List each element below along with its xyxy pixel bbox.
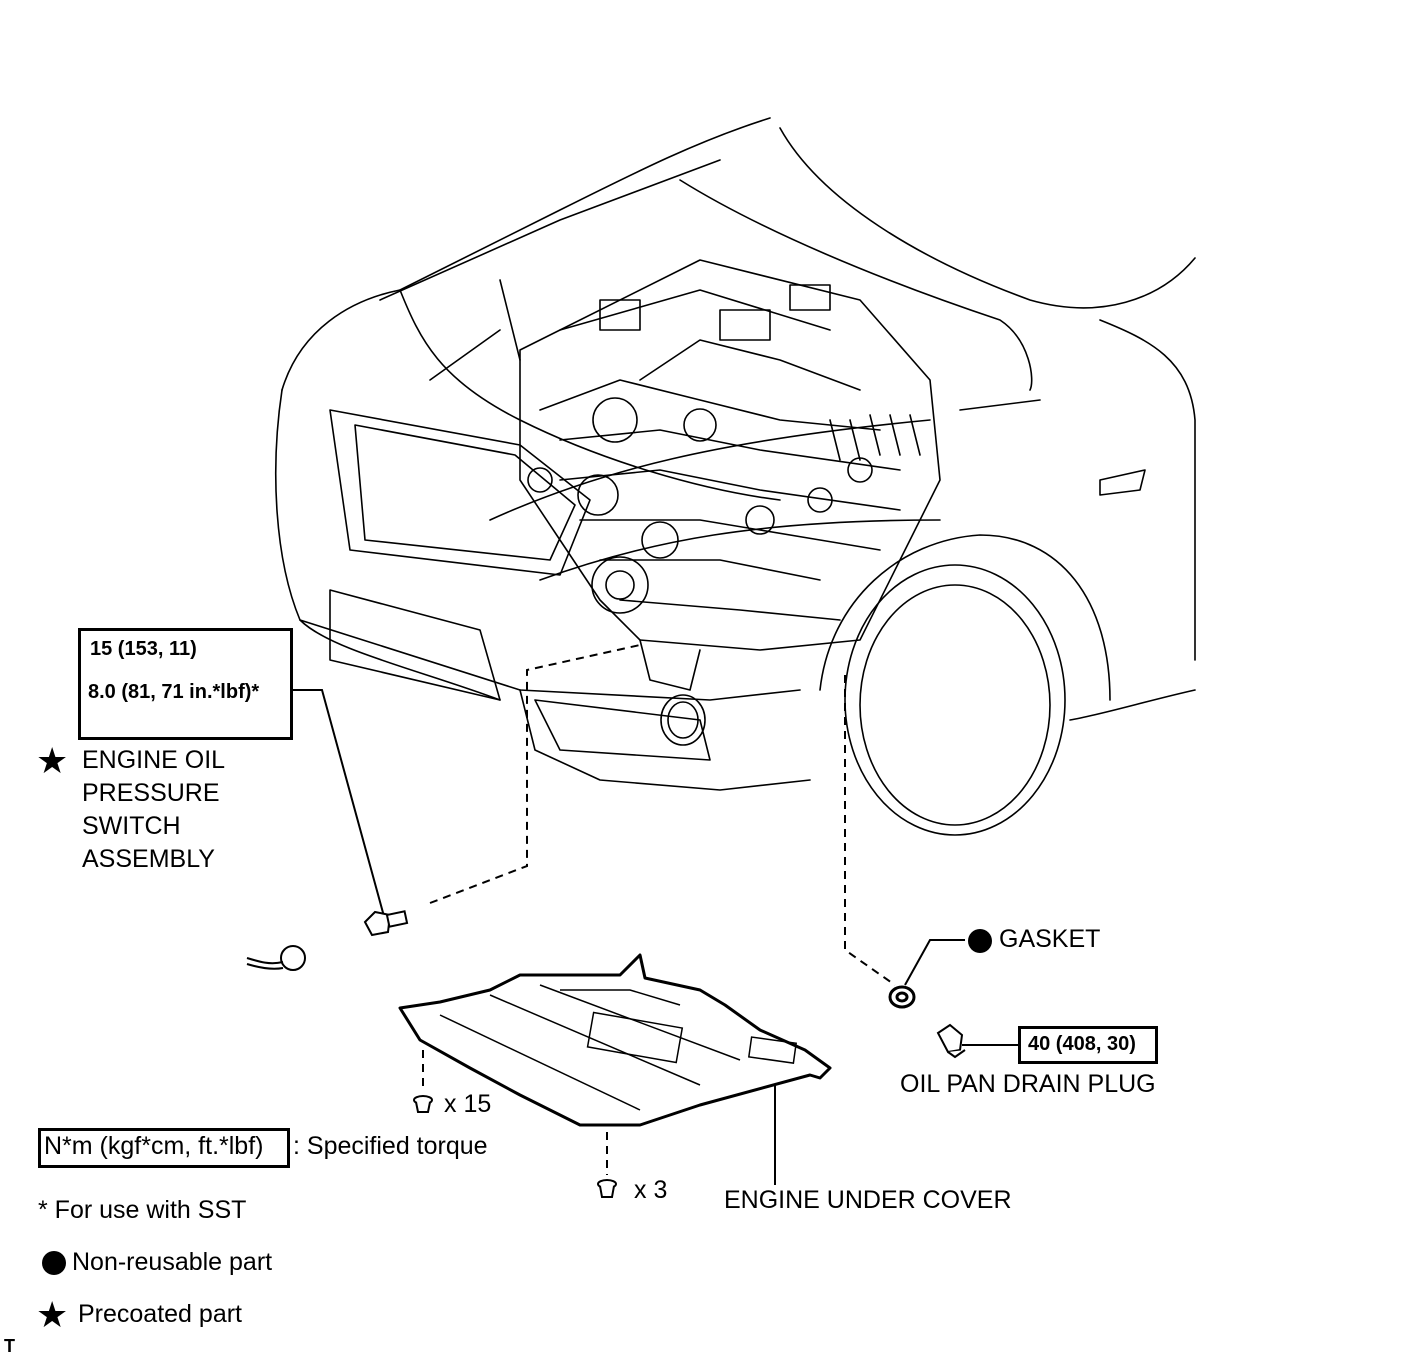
engine-block [519,259,941,691]
under-cover-label: ENGINE UNDER COVER [724,1186,1012,1214]
legend-precoated: Precoated part [78,1300,242,1328]
drain-plug-part [936,1023,966,1059]
star-icon: ★ [36,740,69,781]
under-cover-details [439,984,798,1111]
filled-circle-icon [968,929,992,953]
gasket-label: GASKET [999,925,1101,953]
clip-count-a: x 15 [444,1090,492,1118]
legend-star-icon: ★ [36,1294,69,1335]
under-cover-part [398,953,832,1127]
gasket-leader-line [904,939,965,986]
legend-torque-box [38,1128,290,1168]
legend-nonreusable: Non-reusable part [72,1248,273,1276]
legend-sst-note: * For use with SST [38,1196,247,1224]
drain-dash-path [844,675,896,986]
fog-light [660,694,706,746]
drain-plug-label: OIL PAN DRAIN PLUG [900,1070,1156,1098]
legend-torque-desc: : Specified torque [293,1132,488,1160]
vehicle-body-outline [275,117,1196,791]
switch-torque-line-2: 8.0 (81, 71 in.*lbf)* [88,681,260,703]
clip-icon-b [597,1179,617,1198]
switch-dash-path [429,644,641,904]
switch-torque-box [78,628,293,740]
switch-label-line-3: SWITCH [82,812,181,840]
drain-torque-box [1018,1026,1158,1064]
gasket-part [888,985,916,1009]
legend-torque-unit: N*m (kgf*cm, ft.*lbf) [44,1132,264,1160]
switch-label-line-2: PRESSURE [82,779,220,807]
corner-mark: T [4,1336,15,1356]
hood-edges [379,159,1041,411]
oil-pressure-switch [363,910,409,937]
clip-icon-a [413,1095,433,1113]
drain-torque-value: 40 (408, 30) [1028,1033,1136,1055]
front-wheel [819,534,1111,836]
switch-label-line-4: ASSEMBLY [82,845,215,873]
switch-label-line-1: ENGINE OIL [82,746,226,774]
clip-count-b: x 3 [634,1176,668,1204]
switch-torque-line-1: 15 (153, 11) [90,638,197,660]
legend-filled-circle-icon [42,1251,66,1275]
switch-connector [246,945,306,971]
switch-leader-line [292,689,386,921]
